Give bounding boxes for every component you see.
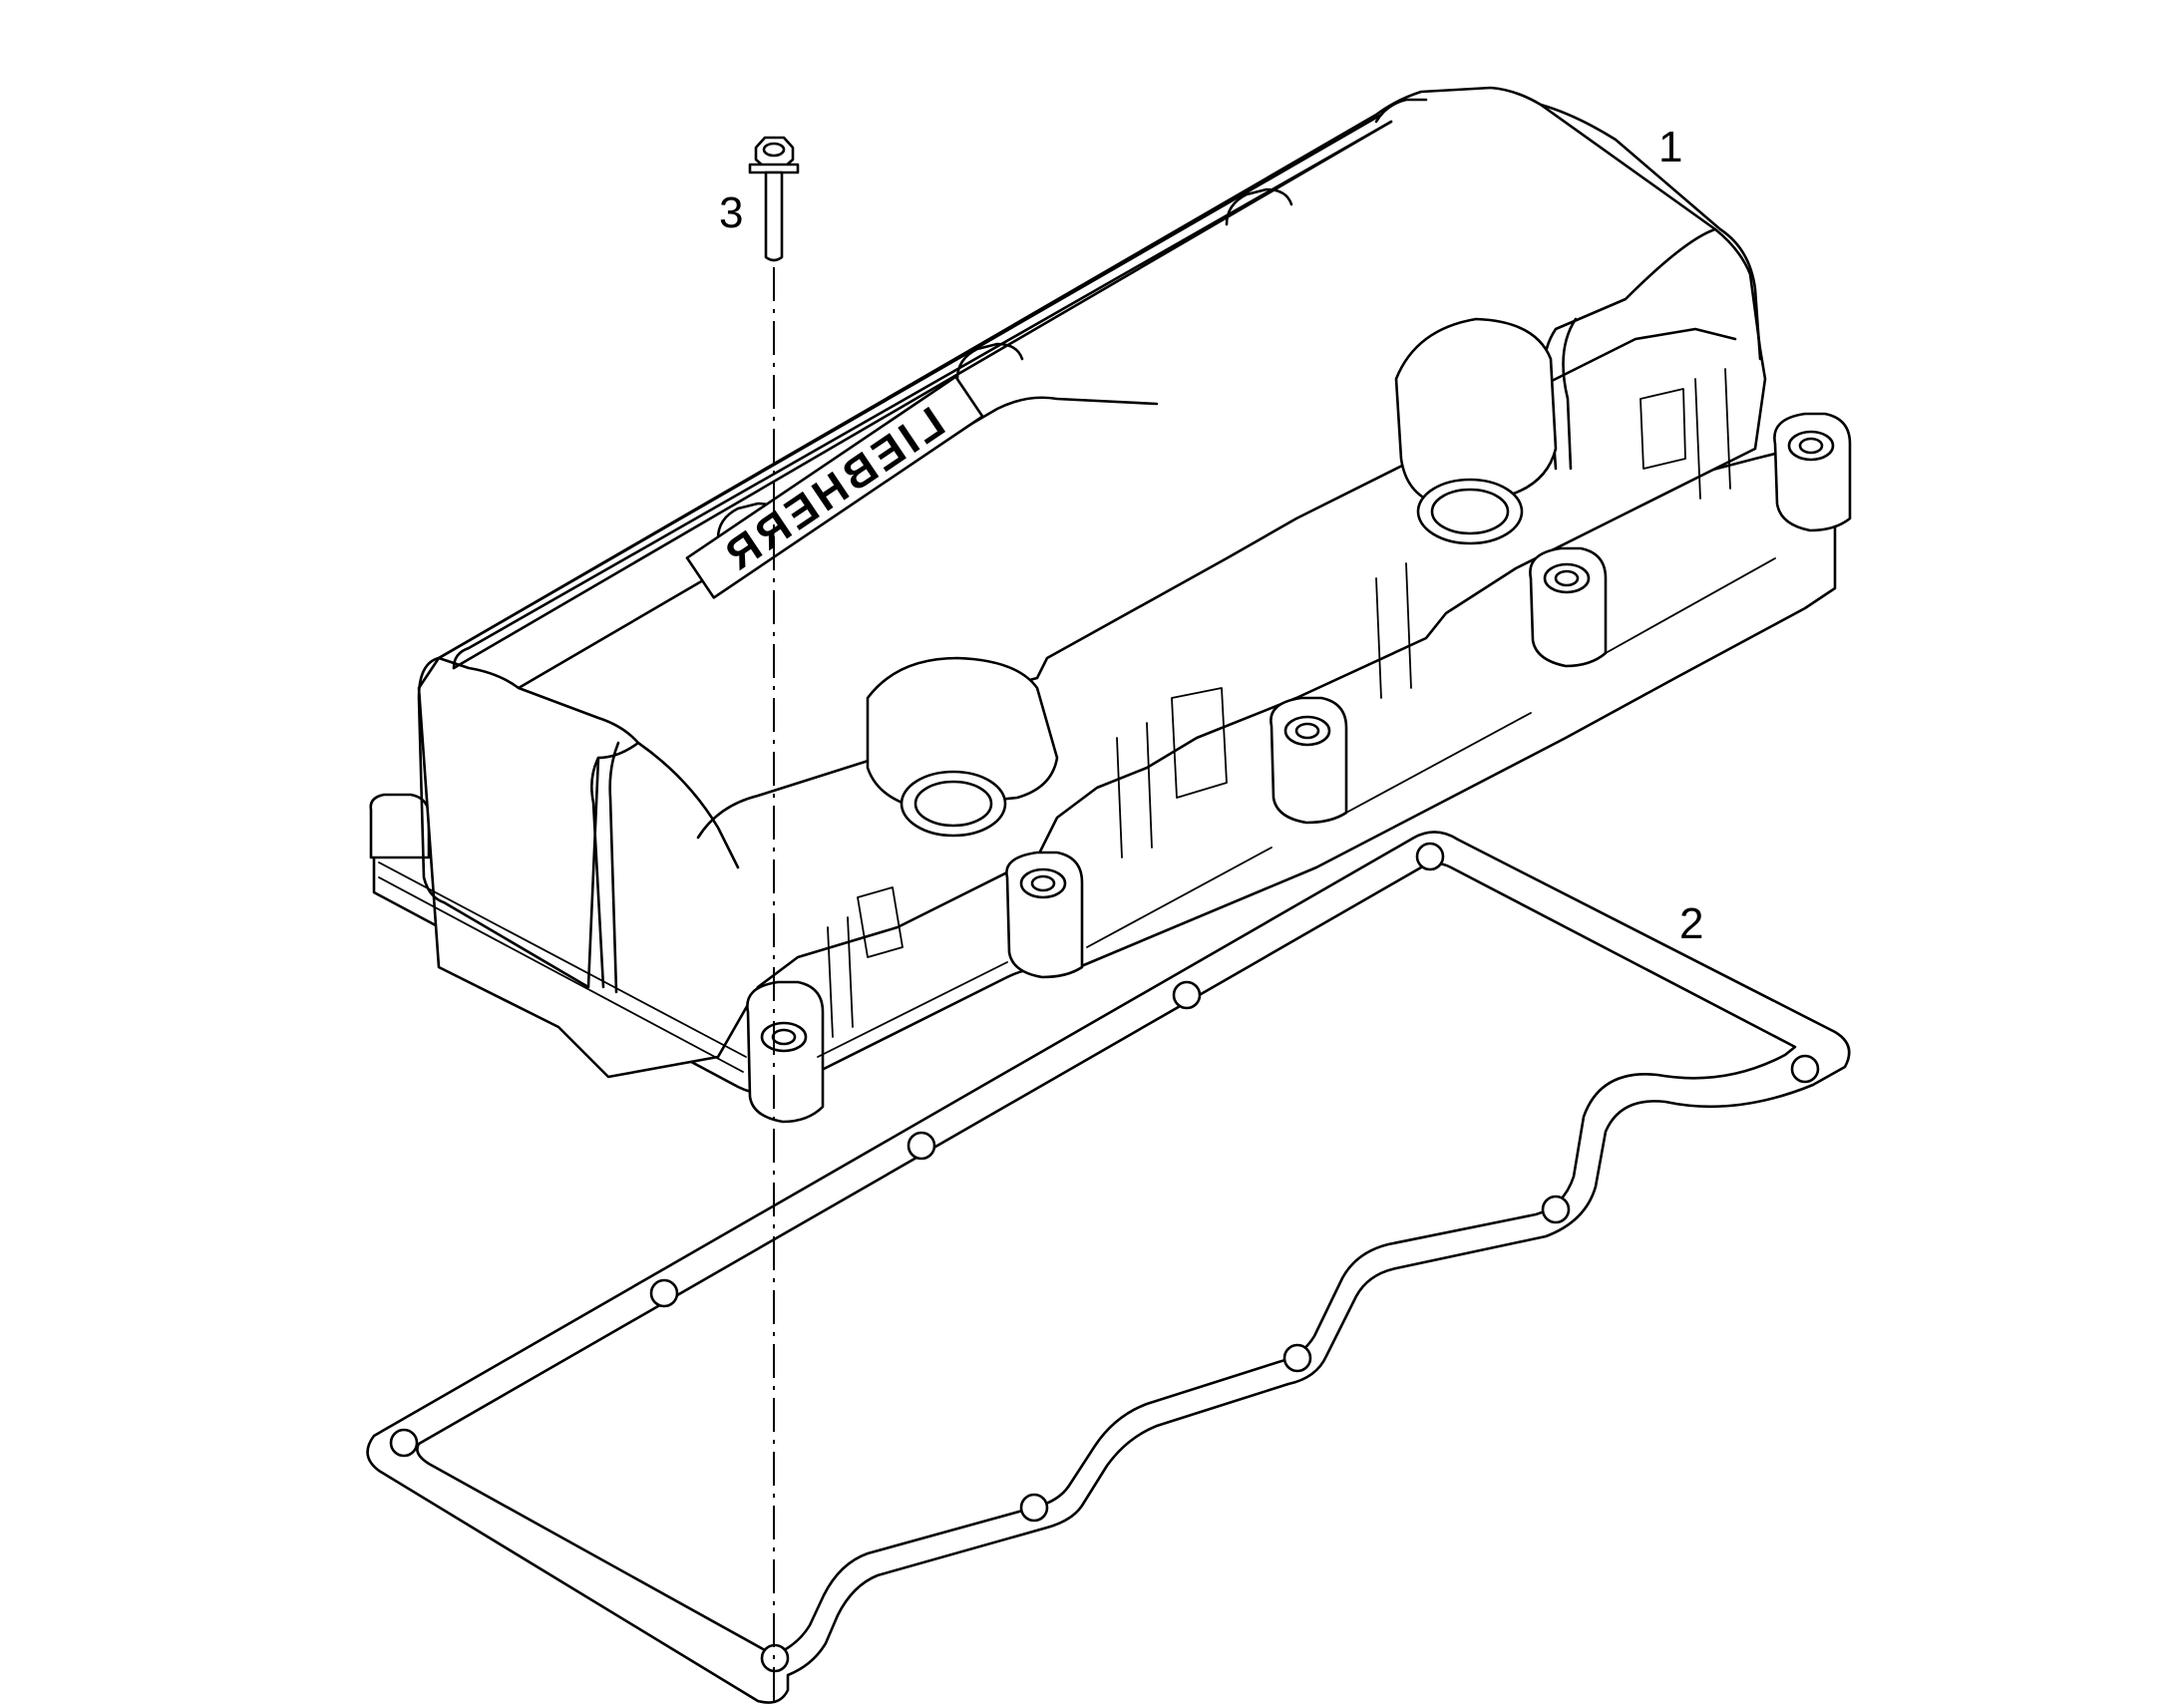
gasket[interactable] <box>366 831 1851 1704</box>
cover-rear-bumps <box>716 98 1428 540</box>
gasket-hole-1 <box>1415 842 1445 871</box>
bolt-washer <box>748 163 800 174</box>
cover-top-ridge-4 <box>636 741 740 869</box>
gasket-hole-3 <box>907 1131 936 1161</box>
gasket-hole-5 <box>389 1428 419 1458</box>
gasket-inner-outline <box>416 861 1797 1657</box>
cover-port-right <box>1394 317 1558 545</box>
bolt-head-top <box>762 142 786 158</box>
gasket-hole-9 <box>1019 1493 1049 1523</box>
cover-flange-band <box>378 557 1776 1073</box>
callout-part-1: 1 <box>1658 123 1682 171</box>
cover-rear-top-edge <box>452 120 1393 670</box>
gasket-hole-7 <box>1541 1195 1571 1224</box>
cover-side-ribs <box>827 368 1731 1038</box>
callout-part-3: 3 <box>719 188 743 237</box>
cover-left-end-face <box>417 656 640 989</box>
cover-left-lug <box>369 793 431 859</box>
gasket-hole-4 <box>649 1278 679 1308</box>
callout-part-2: 2 <box>1679 899 1703 948</box>
gasket-hole-2 <box>1172 980 1202 1010</box>
gasket-hole-8 <box>1282 1343 1312 1373</box>
cover-left-end-rib <box>590 741 620 994</box>
gasket-hole-6 <box>1790 1054 1820 1084</box>
cylinder-head-cover[interactable]: LIEBHERR <box>369 86 1852 1124</box>
bolt[interactable] <box>748 136 800 262</box>
cover-bolt-bosses <box>746 412 1852 1124</box>
cover-top-body <box>417 86 1767 1079</box>
gasket-outer-outline <box>366 831 1851 1704</box>
cover-port-left <box>866 656 1059 838</box>
cover-top-ridge-3 <box>517 396 1159 690</box>
cover-top-ridge-2 <box>452 120 1393 670</box>
cover-top-ridge-1 <box>437 113 1383 660</box>
gasket-bolt-holes <box>389 842 1820 1673</box>
bolt-shank <box>764 171 784 262</box>
cover-right-end-face <box>1539 103 1762 471</box>
